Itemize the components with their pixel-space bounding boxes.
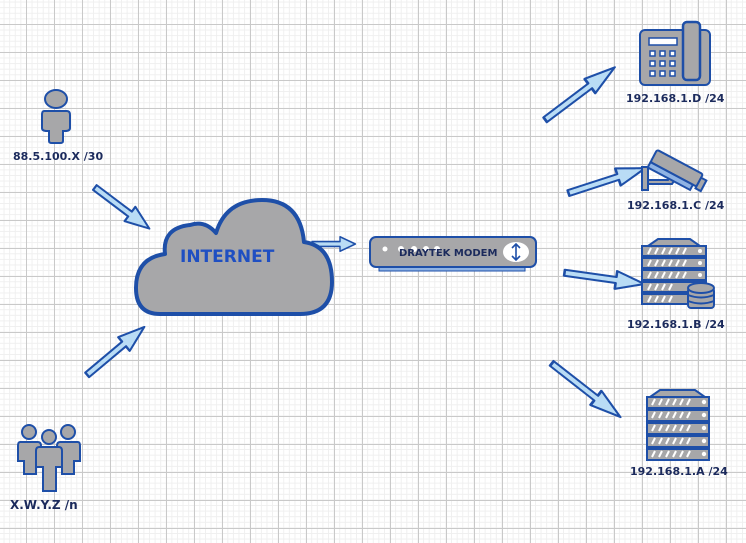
arrow-user-to-cloud — [88, 179, 156, 237]
phone-label: 192.168.1.D /24 — [626, 92, 725, 105]
group-label: X.W.Y.Z /n — [10, 498, 78, 512]
arrow-modem-to-phone — [538, 59, 622, 129]
dbserver-label: 192.168.1.B /24 — [627, 318, 725, 331]
modem-label: DRAYTEK MODEM — [399, 248, 498, 259]
arrow-modem-to-server — [545, 355, 628, 426]
database-server-icon — [641, 238, 715, 309]
arrow-group-to-cloud — [80, 319, 152, 383]
camera-icon — [641, 149, 708, 193]
server-label: 192.168.1.A /24 — [630, 465, 728, 478]
user-icon — [41, 89, 71, 144]
phone-icon — [639, 20, 711, 86]
user-label: 88.5.100.X /30 — [13, 150, 104, 163]
server-icon — [646, 389, 710, 461]
users-group-icon — [17, 424, 81, 492]
cloud-label: INTERNET — [180, 247, 275, 267]
arrow-modem-to-dbserver — [561, 262, 647, 295]
cloud-icon — [134, 198, 334, 316]
arrow-modem-to-camera — [564, 158, 650, 203]
modem-icon — [369, 236, 537, 272]
camera-label: 192.168.1.C /24 — [627, 199, 725, 212]
